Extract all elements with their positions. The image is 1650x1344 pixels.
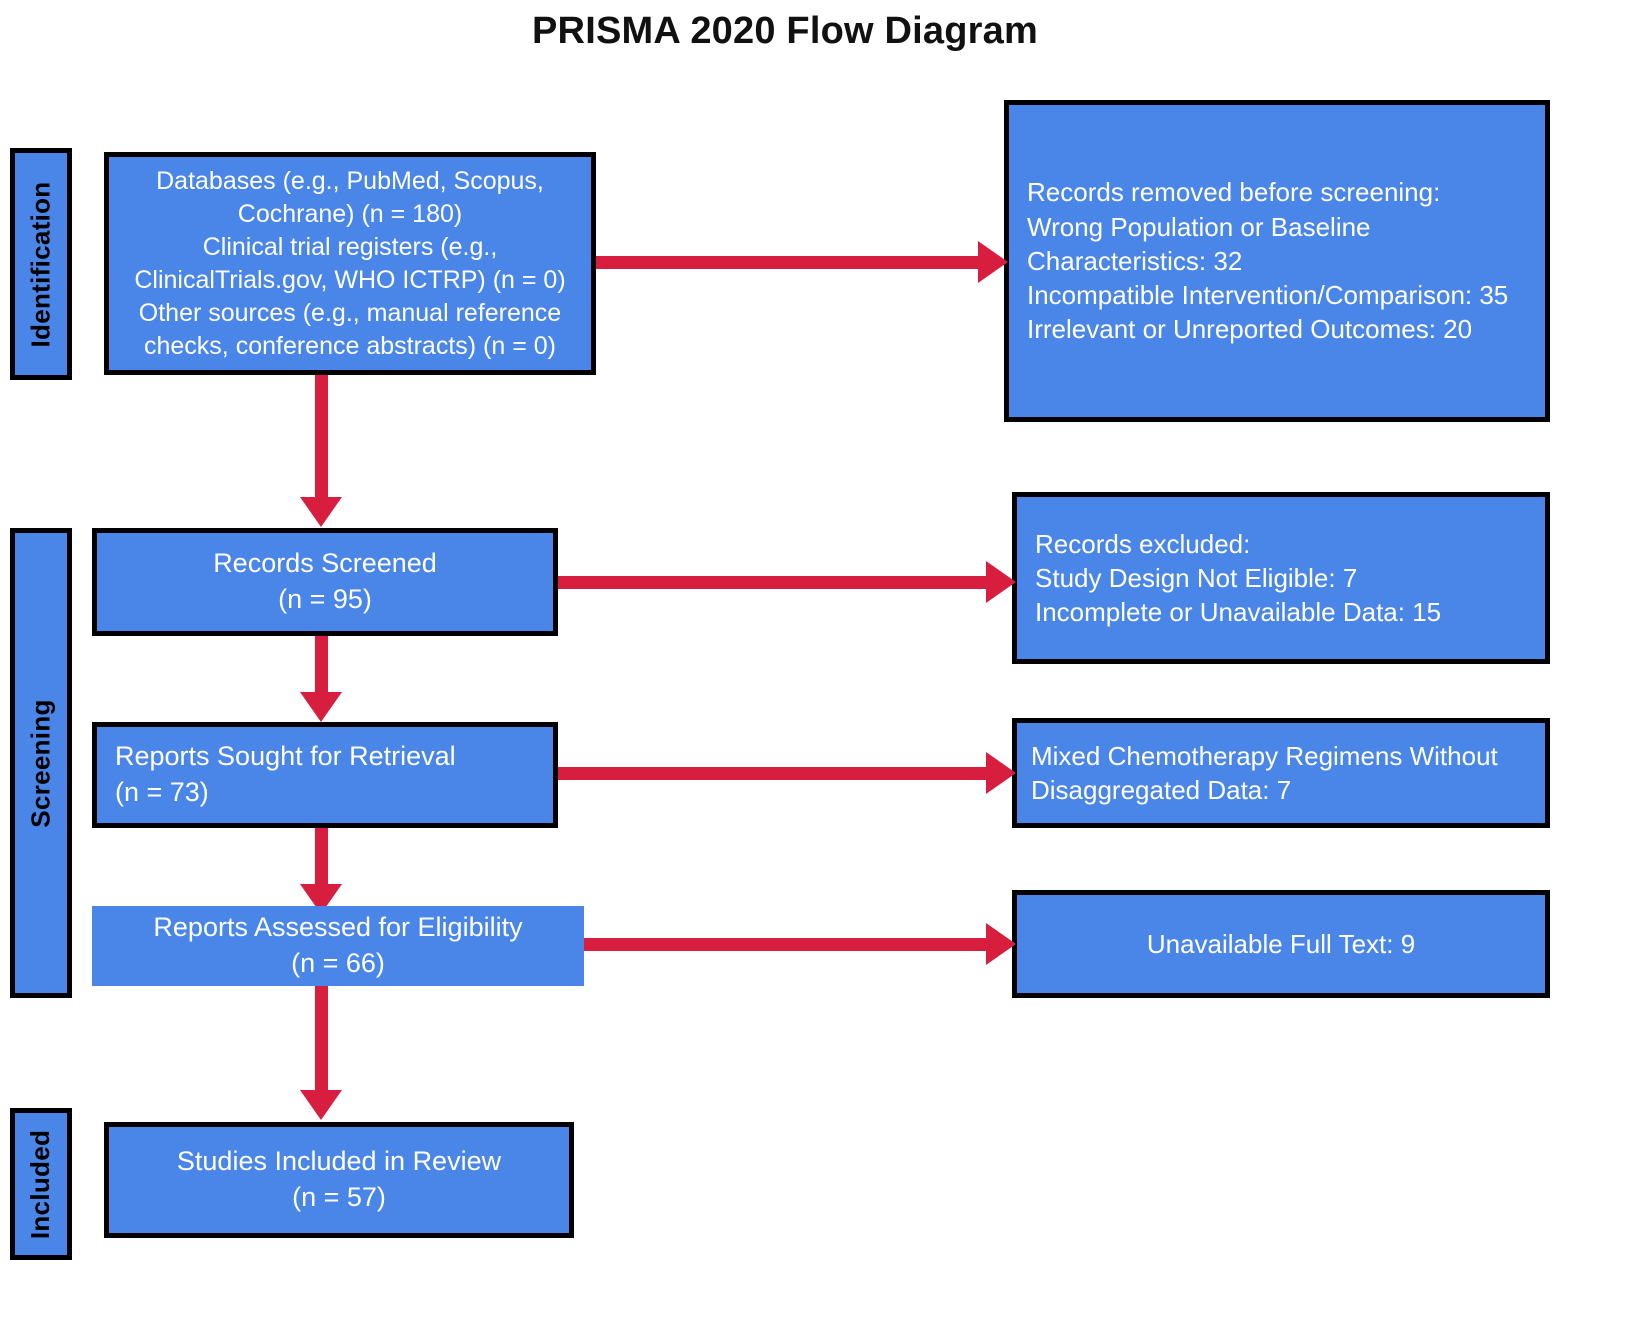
node-sources-line-6: checks, conference abstracts) (n = 0) [144,331,556,360]
node-sources-line-4: ClinicalTrials.gov, WHO ICTRP) (n = 0) [134,265,566,294]
records-excluded-line-3: Incomplete or Unavailable Data: 15 [1035,597,1442,628]
arrow-reports-assessed-to-studies-included [300,986,342,1120]
arrow-shaft [314,828,328,884]
phase-label-identification: Identification [25,181,56,347]
node-mixed-regimens: Mixed Chemotherapy Regimens Without Disa… [1012,718,1550,828]
phase-bar-included: Included [10,1108,72,1260]
arrow-head [986,561,1016,603]
removed-line-5: Irrelevant or Unreported Outcomes: 20 [1027,314,1473,345]
arrow-reports-assessed-to-unavailable-full-text [584,923,1016,965]
arrow-shaft [584,937,986,951]
node-sources-line-1: Databases (e.g., PubMed, Scopus, [156,166,544,195]
studies-included-line-1: Studies Included in Review [176,1146,502,1177]
arrow-records-screened-to-excluded [558,561,1016,603]
arrow-reports-sought-to-mixed-regimens [558,752,1016,794]
unavailable-full-text-line-1: Unavailable Full Text: 9 [1146,928,1416,959]
phase-label-included: Included [25,1129,56,1239]
arrow-shaft [558,766,986,780]
mixed-regimens-line-2: Disaggregated Data: 7 [1031,775,1292,805]
node-sources-line-2: Cochrane) (n = 180) [237,199,463,228]
arrow-shaft [314,986,328,1090]
reports-assessed-line-1: Reports Assessed for Eligibility [153,912,523,943]
mixed-regimens-line-1: Mixed Chemotherapy Regimens Without [1031,740,1498,771]
node-sources-line-3: Clinical trial registers (e.g., [202,232,498,261]
node-unavailable-full-text: Unavailable Full Text: 9 [1012,890,1550,998]
arrow-head [300,692,342,722]
phase-bar-screening: Screening [10,528,72,998]
arrow-head [986,923,1016,965]
records-excluded-line-1: Records excluded: [1035,528,1251,559]
arrow-reports-sought-to-reports-assessed [300,828,342,914]
records-screened-line-1: Records Screened [213,548,437,579]
node-studies-included: Studies Included in Review (n = 57) [104,1122,574,1238]
arrow-shaft [596,255,978,269]
removed-line-2: Wrong Population or Baseline [1027,211,1371,242]
arrow-shaft [314,375,328,497]
node-records-removed-before-screening: Records removed before screening: Wrong … [1004,100,1550,422]
arrow-head [300,1090,342,1120]
phase-label-screening: Screening [25,698,56,828]
arrow-head [300,497,342,527]
records-excluded-line-2: Study Design Not Eligible: 7 [1035,562,1358,593]
reports-sought-line-2: (n = 73) [115,777,209,807]
arrow-shaft [558,575,986,589]
reports-sought-line-1: Reports Sought for Retrieval [115,741,456,772]
records-screened-line-2: (n = 95) [278,584,372,614]
node-sources-line-5: Other sources (e.g., manual reference [138,298,562,327]
removed-line-1: Records removed before screening: [1027,177,1441,208]
node-sources: Databases (e.g., PubMed, Scopus, Cochran… [104,152,596,375]
page-title: PRISMA 2020 Flow Diagram [532,10,1038,52]
removed-line-3: Characteristics: 32 [1027,245,1243,276]
node-records-excluded: Records excluded: Study Design Not Eligi… [1012,492,1550,664]
node-records-screened: Records Screened (n = 95) [92,528,558,636]
arrow-sources-to-removed [596,241,1008,283]
node-reports-sought: Reports Sought for Retrieval (n = 73) [92,722,558,828]
reports-assessed-line-2: (n = 66) [291,948,385,978]
arrow-head [986,752,1016,794]
node-reports-assessed: Reports Assessed for Eligibility (n = 66… [92,906,584,986]
arrow-shaft [314,636,328,692]
arrow-sources-to-records-screened [300,375,342,527]
arrow-records-screened-to-reports-sought [300,636,342,722]
arrow-head [978,241,1008,283]
removed-line-4: Incompatible Intervention/Comparison: 35 [1027,280,1509,311]
phase-bar-identification: Identification [10,148,72,380]
studies-included-line-2: (n = 57) [292,1182,386,1212]
